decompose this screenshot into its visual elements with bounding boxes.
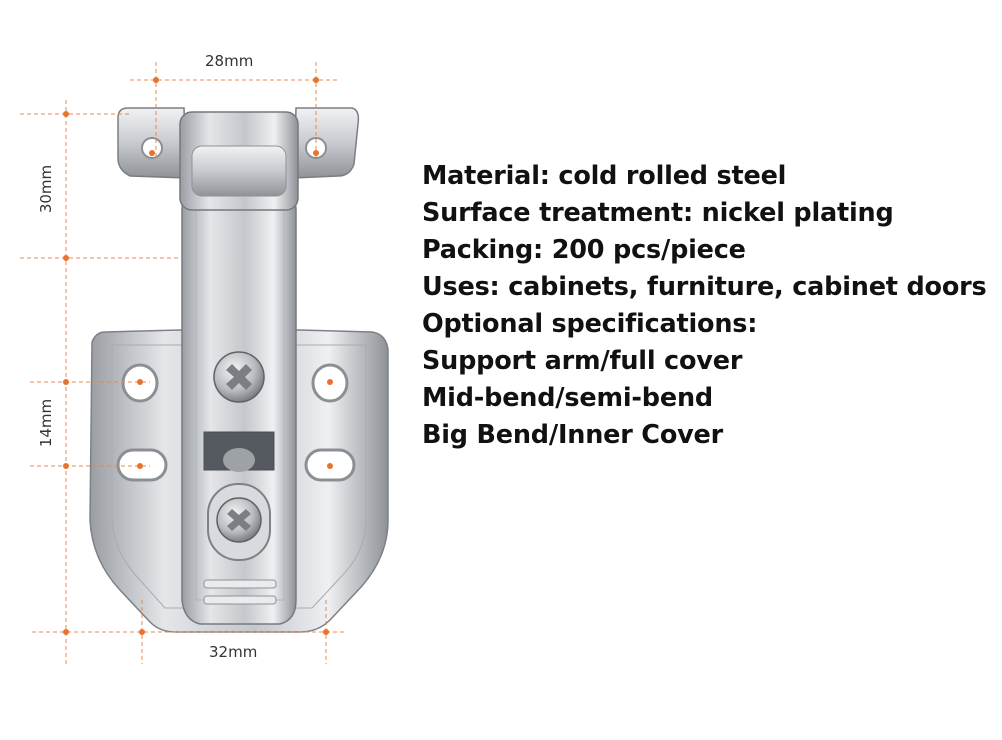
spec-line-packing: Packing: 200 pcs/piece	[422, 235, 746, 265]
spec-line-optional-heading: Optional specifications:	[422, 309, 758, 339]
spec-line-uses: Uses: cabinets, furniture, cabinet doors	[422, 272, 987, 302]
spec-line-surface: Surface treatment: nickel plating	[422, 198, 894, 228]
dimension-height-lower: 14mm	[37, 398, 56, 448]
dimension-bottom-width: 32mm	[209, 643, 258, 661]
dimension-height-upper: 30mm	[37, 164, 56, 214]
spec-line-option-1: Support arm/full cover	[422, 346, 743, 376]
spec-line-material: Material: cold rolled steel	[422, 161, 787, 191]
spec-line-option-3: Big Bend/Inner Cover	[422, 420, 724, 450]
dimension-top-width: 28mm	[205, 52, 254, 70]
specifications-list: Material: cold rolled steel Surface trea…	[422, 158, 1000, 454]
spec-line-option-2: Mid-bend/semi-bend	[422, 383, 713, 413]
